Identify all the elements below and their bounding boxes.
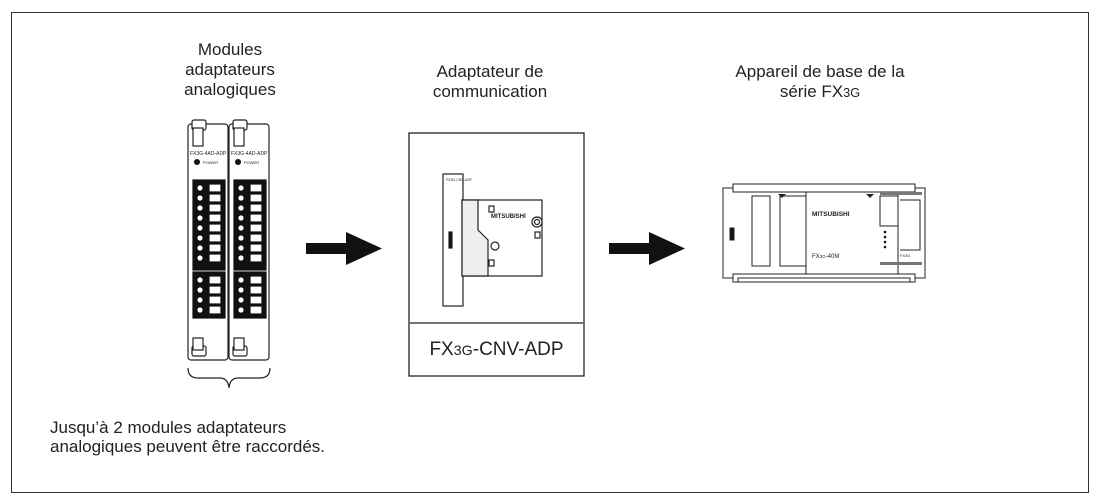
arrow-right-icon [306,232,382,265]
svg-text:MITSUBISHI: MITSUBISHI [491,214,526,220]
svg-text:POWER: POWER [203,160,218,165]
communication-adapter-title: Adaptateur de communication [432,62,548,101]
communication-adapter-box: MITSUBISHI FX3G-CNV-ADP [408,132,585,377]
svg-text:FX3G: FX3G [900,253,910,258]
analog-adapter-module-1: FX3G-4AD-ADP POWER [187,119,229,361]
note-text: Jusqu’à 2 modules adaptateurs analogique… [50,418,326,456]
communication-adapter-caption: FX3G-CNV-ADP [429,339,564,360]
base-unit-fx3g: MITSUBISHI FX3G-40M FX3G [722,183,926,283]
curly-brace [187,367,271,389]
analog-adapter-module-2: FX3G-4AD-ADP POWER [228,119,270,361]
analog-modules-title: Modules adaptateurs analogiques [184,40,276,99]
analog-adapter-modules: FX3G-4AD-ADP POWER FX3G-4AD-ADP [187,119,270,361]
svg-text:POWER: POWER [244,160,259,165]
svg-text:FX3G-4AD-ADP: FX3G-4AD-ADP [190,151,227,157]
svg-text:FX3G-40M: FX3G-40M [812,254,839,260]
svg-text:FX3G-CNV-ADP: FX3G-CNV-ADP [446,178,473,182]
svg-text:MITSUBISHI: MITSUBISHI [812,211,850,218]
base-unit-title: Appareil de base de la série FX3G [735,62,905,101]
arrow-right-icon [609,232,685,265]
svg-text:FX3G-4AD-ADP: FX3G-4AD-ADP [231,151,268,157]
diagram-frame [11,12,1089,493]
